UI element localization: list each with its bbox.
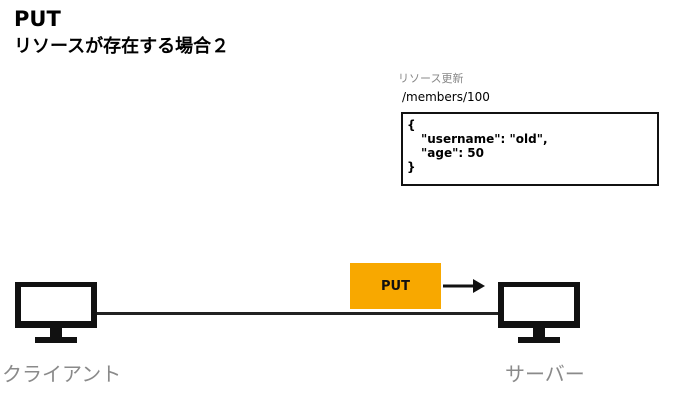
server-label: サーバー bbox=[505, 362, 585, 386]
json-line-username: "username": "old", bbox=[421, 132, 548, 146]
resource-caption: リソース更新 bbox=[398, 72, 464, 85]
put-request-label: PUT bbox=[381, 278, 410, 294]
json-line-open: { bbox=[407, 118, 416, 132]
page-subtitle: リソースが存在する場合２ bbox=[14, 36, 230, 57]
request-arrow-icon bbox=[443, 277, 487, 299]
connection-line bbox=[96, 312, 501, 315]
client-monitor-icon bbox=[15, 282, 97, 344]
page-title: PUT bbox=[14, 7, 61, 31]
server-monitor-icon bbox=[498, 282, 580, 344]
resource-json-box: { "username": "old", "age": 50 } bbox=[401, 112, 659, 186]
client-label: クライアント bbox=[2, 362, 122, 386]
put-request-box: PUT bbox=[350, 263, 441, 309]
resource-path: /members/100 bbox=[402, 90, 490, 104]
json-line-age: "age": 50 bbox=[421, 146, 485, 160]
json-line-close: } bbox=[407, 160, 416, 174]
